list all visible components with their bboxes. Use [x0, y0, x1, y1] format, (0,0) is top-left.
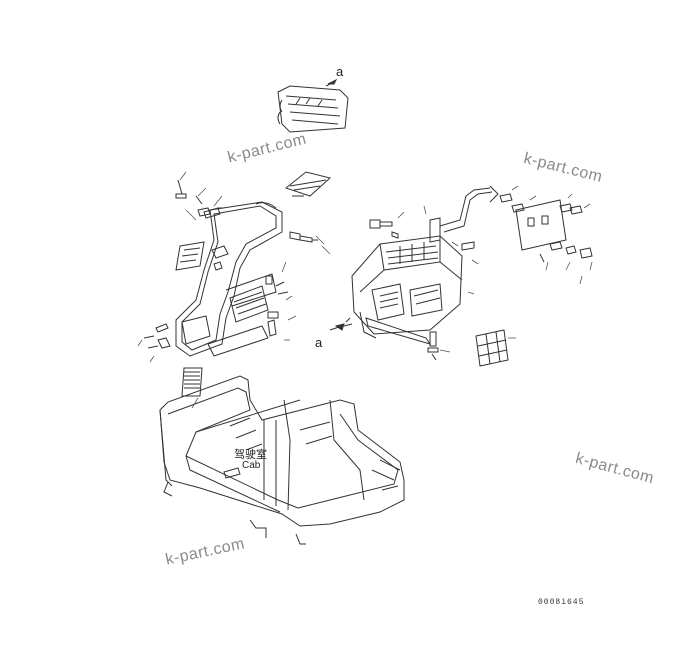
- grille-part: [284, 171, 332, 197]
- heater-unit: [329, 235, 463, 361]
- bracket-and-pipe: [369, 185, 593, 263]
- cab-label-chinese: 驾驶室: [234, 448, 267, 461]
- small-fasteners: [143, 275, 289, 349]
- detail-view-a: [277, 78, 349, 133]
- filter-screen: [475, 329, 509, 367]
- leader-lines: [137, 171, 593, 409]
- cab-filter: [181, 367, 203, 397]
- side-console: [175, 201, 283, 357]
- drawing-code: 0008i645: [538, 598, 585, 607]
- view-a-label-top: a: [336, 64, 344, 79]
- cab-label-english: Cab: [242, 460, 261, 471]
- view-a-label-left: a: [315, 335, 323, 350]
- cab-frame: [159, 375, 405, 545]
